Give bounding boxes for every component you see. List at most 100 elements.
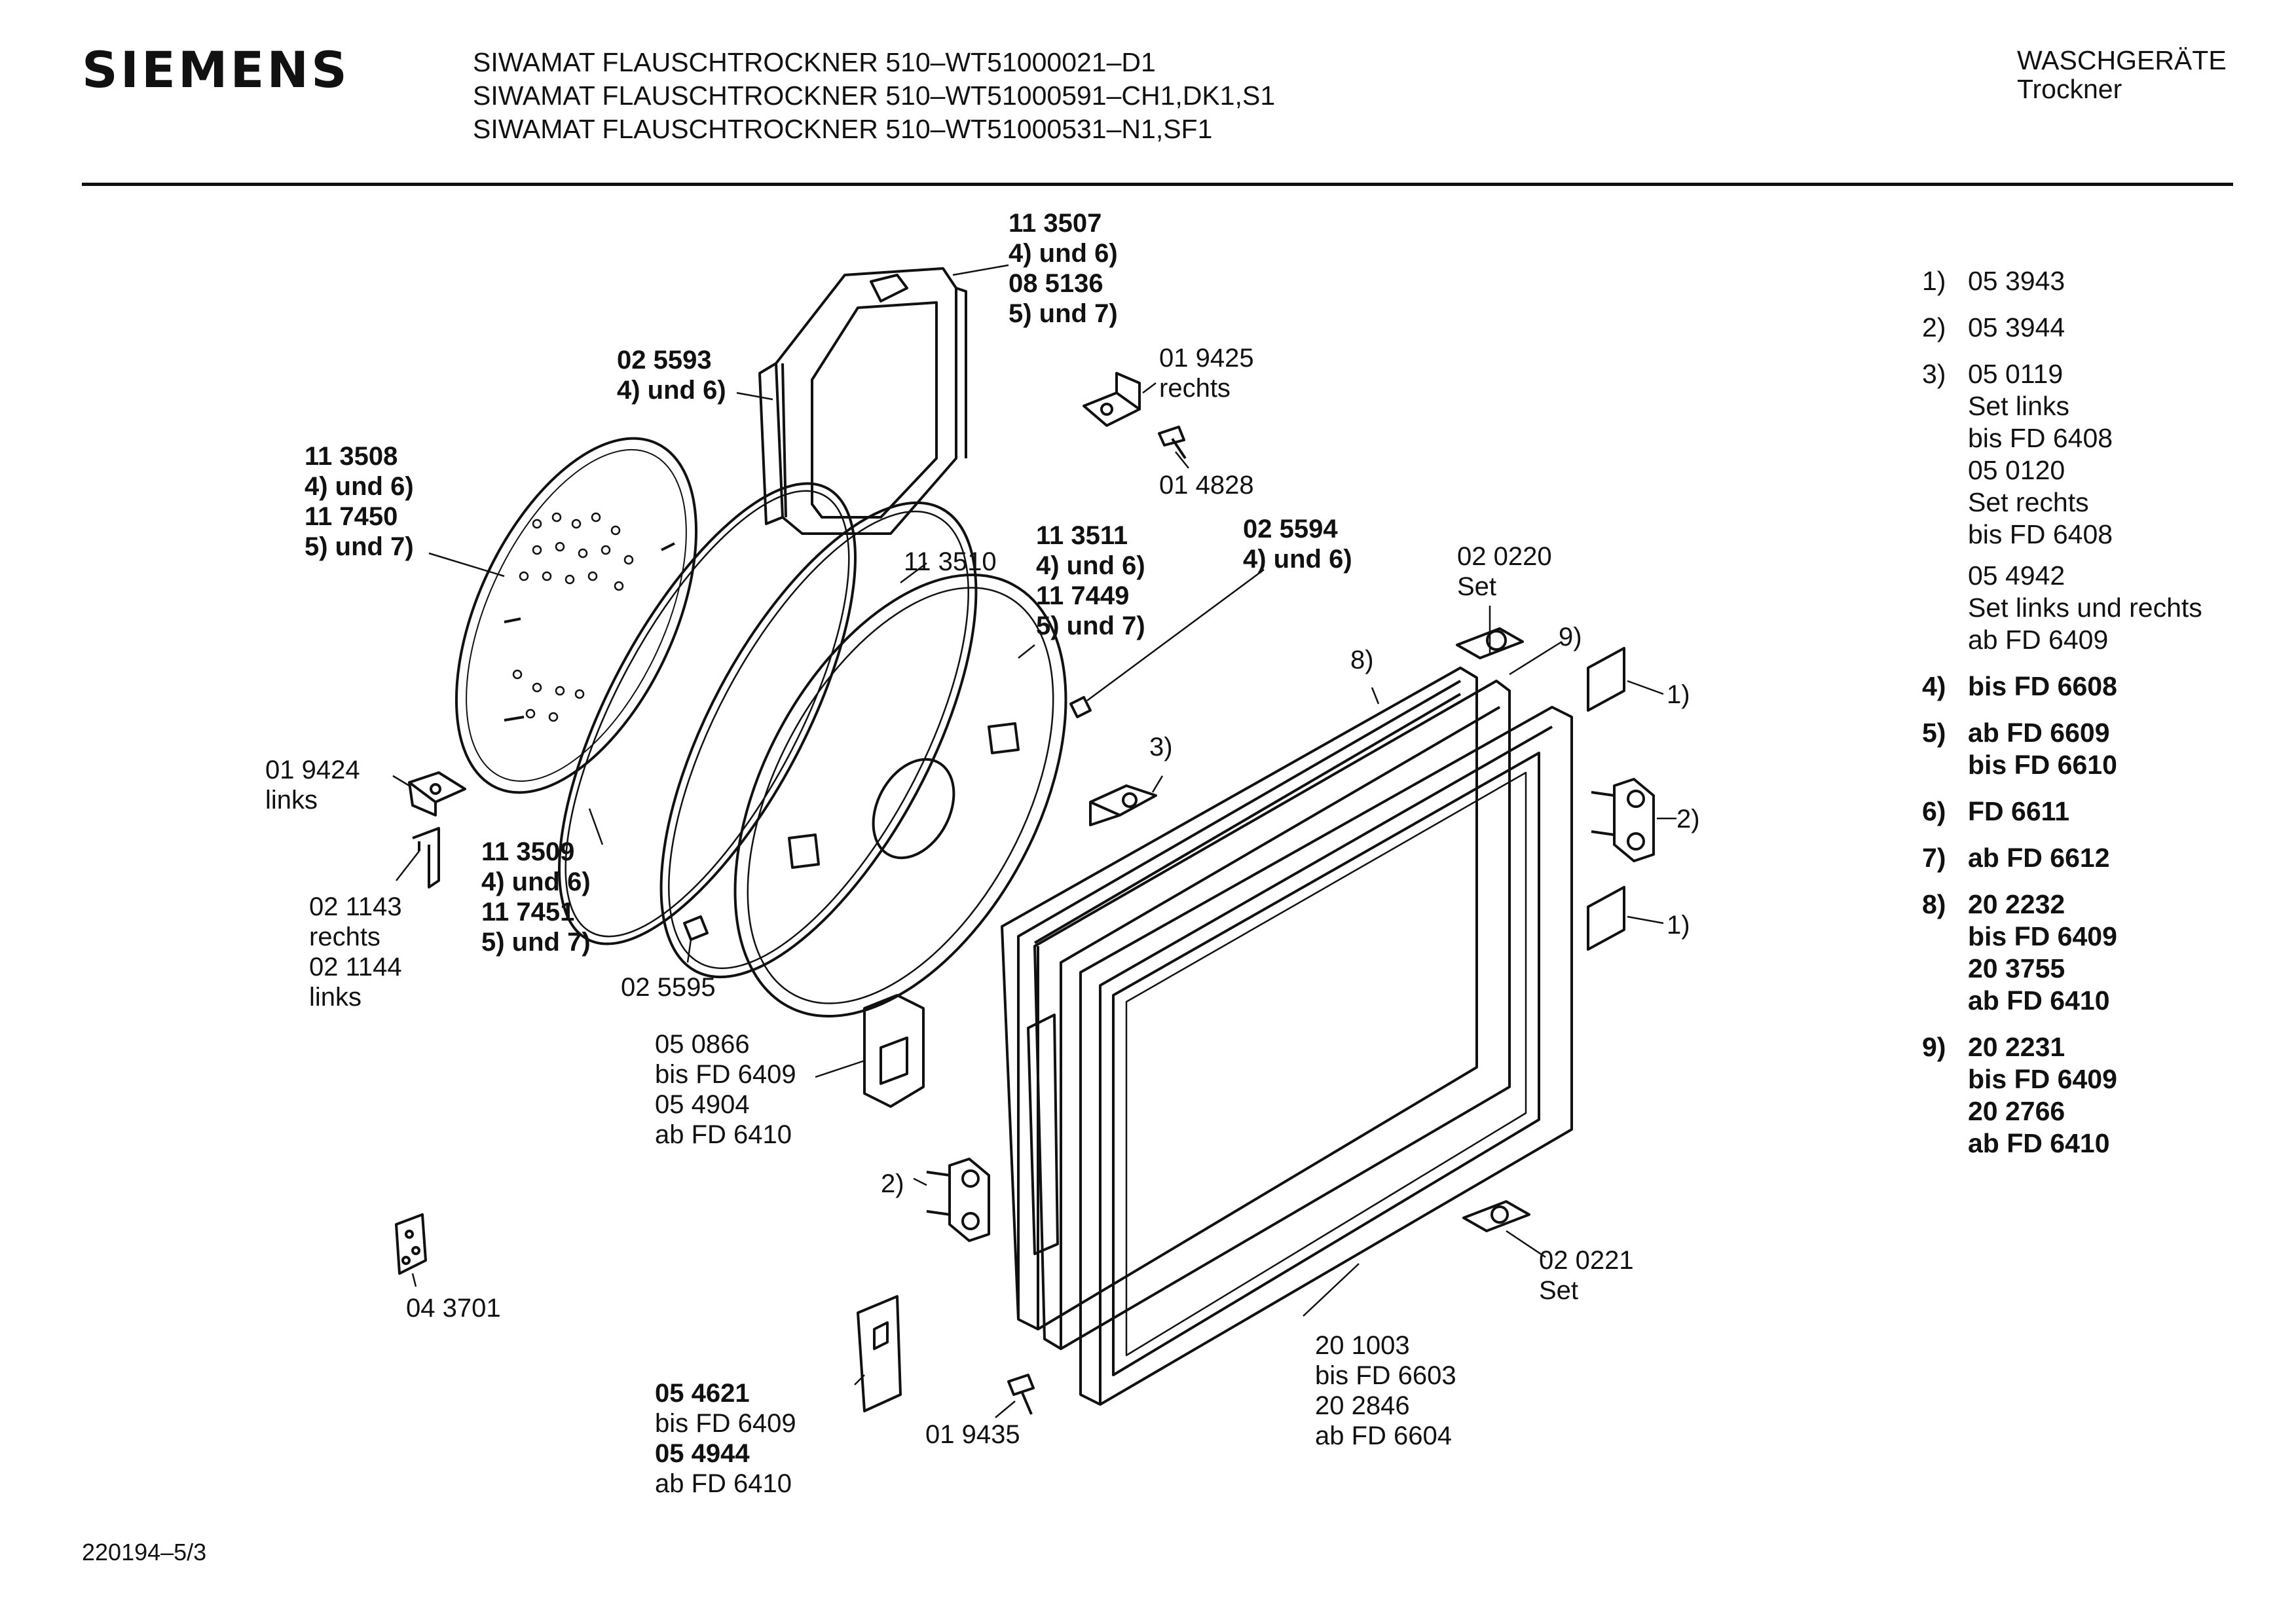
- part-note: 4) und 6): [617, 376, 726, 405]
- part-number: 11 7451: [481, 898, 575, 926]
- label-113507: 11 3507 4) und 6) 08 5136 5) und 7): [1009, 208, 1118, 329]
- category-title: WASCHGERÄTE: [2017, 45, 2227, 75]
- part-note: 4) und 6): [1243, 545, 1352, 574]
- door-frame-8: [1001, 667, 1478, 1330]
- header-divider: [82, 183, 2233, 186]
- ref-1-upper: 1): [1667, 680, 1690, 709]
- legend-entry-6: 6) FD 6611: [1922, 796, 2202, 828]
- bracket-020220: [1456, 627, 1524, 659]
- part-number: 02 0221: [1539, 1246, 1634, 1275]
- legend-key: 7): [1922, 843, 1946, 873]
- legend-line: 05 4942: [1968, 560, 2065, 591]
- legend-entry-2: 2) 05 3944: [1922, 312, 2202, 344]
- label-025595: 02 5595: [621, 973, 716, 1002]
- footnote-legend: 1) 05 3943 2) 05 3944 3) 05 0119 Set lin…: [1922, 265, 2202, 1174]
- legend-line: bis FD 6408: [1968, 423, 2113, 453]
- hinge-2-left: [926, 1158, 990, 1242]
- hinge-plate-1b: [1587, 886, 1625, 951]
- part-note: ab FD 6410: [655, 1120, 792, 1149]
- legend-line: ab FD 6410: [1968, 1128, 2110, 1158]
- legend-entry-5: 5) ab FD 6609 bis FD 6610: [1922, 717, 2202, 781]
- hinge-bracket-021143: [412, 827, 440, 888]
- legend-line: bis FD 6610: [1968, 750, 2117, 780]
- bracket-020221: [1462, 1200, 1530, 1232]
- ref-3: 3): [1149, 733, 1173, 761]
- part-number: 20 2846: [1315, 1391, 1410, 1420]
- door-ring: [659, 501, 978, 979]
- legend-entry-7: 7) ab FD 6612: [1922, 842, 2202, 874]
- ref-2-left: 2): [881, 1169, 904, 1198]
- model-line: SIWAMAT FLAUSCHTROCKNER 510–WT51000021–D…: [473, 47, 1156, 77]
- pin-025594: [1069, 696, 1092, 718]
- part-number: 11 3511: [1036, 521, 1128, 550]
- legend-line: Set links: [1968, 391, 2069, 421]
- legend-entry-9: 9) 20 2231 bis FD 6409 20 2766 ab FD 641…: [1922, 1031, 2202, 1160]
- label-113510: 11 3510: [904, 547, 997, 576]
- screw-019435: [1007, 1374, 1035, 1415]
- part-number: 05 0866: [655, 1030, 750, 1059]
- legend-line: 20 2231: [1968, 1032, 2065, 1062]
- part-number: 11 7449: [1036, 581, 1130, 610]
- legend-line: ab FD 6609: [1968, 718, 2110, 748]
- legend-line: 20 2232: [1968, 889, 2065, 919]
- legend-key: 4): [1922, 671, 1946, 701]
- clip-025595: [683, 915, 709, 941]
- leader-lines: [392, 264, 1676, 1418]
- part-note: 5) und 7): [481, 928, 591, 957]
- label-019424: 01 9424 links: [265, 755, 360, 815]
- part-note: Set: [1539, 1276, 1579, 1305]
- legend-line: 20 2766: [1968, 1096, 2065, 1126]
- legend-key: 8): [1922, 889, 1946, 919]
- ref-2-right: 2): [1676, 805, 1700, 833]
- part-number: 11 3507: [1009, 209, 1102, 238]
- part-number: 08 5136: [1009, 269, 1103, 298]
- label-050866: 05 0866 bis FD 6409 05 4904 ab FD 6410: [655, 1029, 796, 1150]
- legend-entry-1: 1) 05 3943: [1922, 265, 2202, 297]
- legend-key: 6): [1922, 796, 1946, 826]
- legend-line: 05 0119: [1968, 359, 2064, 389]
- legend-line: ab FD 6612: [1968, 843, 2110, 873]
- part-note: links: [309, 983, 362, 1012]
- part-number: 11 3508: [305, 442, 398, 471]
- legend-line: ab FD 6410: [1968, 985, 2110, 1016]
- legend-line: Set links und rechts: [1968, 593, 2202, 623]
- label-113509: 11 3509 4) und 6) 11 7451 5) und 7): [481, 837, 591, 957]
- part-note: Set: [1457, 572, 1497, 601]
- category-subtitle: Trockner: [2017, 74, 2122, 104]
- part-number: 05 4944: [655, 1439, 750, 1468]
- ref-8: 8): [1350, 646, 1374, 674]
- brand-logo: SIEMENS: [82, 41, 350, 99]
- bracket-019425: [1083, 372, 1141, 427]
- hinge-2-right: [1591, 778, 1655, 862]
- legend-line: FD 6611: [1968, 796, 2069, 826]
- label-014828: 01 4828: [1159, 471, 1254, 500]
- part-number: 20 1003: [1315, 1331, 1410, 1360]
- part-note: rechts: [1159, 374, 1231, 403]
- legend-key: 9): [1922, 1032, 1946, 1062]
- part-number: 02 0220: [1457, 542, 1552, 571]
- part-number: 11 7450: [305, 502, 398, 531]
- inner-door: [733, 573, 1067, 1018]
- latch-plate-043701: [395, 1213, 427, 1275]
- part-note: ab FD 6410: [655, 1469, 792, 1498]
- part-number: 05 4621: [655, 1379, 750, 1408]
- part-number: 02 5594: [1243, 515, 1338, 543]
- door-lock-050866: [863, 994, 925, 1108]
- part-note: 4) und 6): [481, 868, 591, 896]
- screw-014828: [1158, 426, 1187, 460]
- part-note: 5) und 7): [305, 532, 414, 561]
- lock-plate-054621: [857, 1295, 902, 1412]
- part-note: bis FD 6409: [655, 1409, 796, 1438]
- legend-key: 1): [1922, 266, 1946, 296]
- ref-1-lower: 1): [1667, 911, 1690, 940]
- label-021143: 02 1143 rechts 02 1144 links: [309, 892, 402, 1012]
- part-note: 4) und 6): [1009, 239, 1118, 268]
- part-number: 01 9425: [1159, 344, 1254, 373]
- door-frame-9: [1033, 680, 1511, 1350]
- legend-key: 5): [1922, 718, 1946, 748]
- legend-key: 3): [1922, 359, 1946, 389]
- label-113511: 11 3511 4) und 6) 11 7449 5) und 7): [1036, 521, 1145, 641]
- legend-line: Set rechts: [1968, 487, 2089, 517]
